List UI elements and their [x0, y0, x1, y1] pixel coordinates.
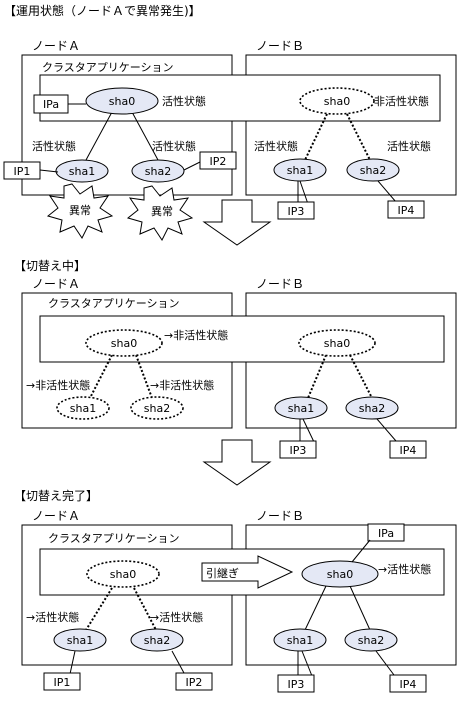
sha1-node-b-s3 — [273, 628, 327, 652]
sha0-node-b-s3 — [301, 560, 379, 588]
error-burst-2 — [126, 185, 194, 241]
takeover-arrow — [201, 555, 294, 589]
ip3-box-s2 — [279, 440, 317, 459]
svg-text:クラスタアプリケーション: クラスタアプリケーション — [48, 297, 180, 310]
svg-text:sha2: sha2 — [144, 634, 170, 647]
svg-text:sha1: sha1 — [288, 402, 314, 415]
svg-text:→活性状態: →活性状態 — [26, 610, 79, 624]
sha1-node-a-s2 — [56, 396, 110, 420]
svg-text:ノードＡ: ノードＡ — [32, 277, 80, 291]
svg-text:ノードＢ: ノードＢ — [256, 509, 304, 523]
ip4-box-s1 — [387, 200, 425, 219]
svg-text:sha0: sha0 — [324, 95, 350, 108]
sha2-node-b-s3 — [344, 628, 398, 652]
transition-arrow-2 — [202, 439, 272, 486]
svg-text:IP2: IP2 — [186, 676, 203, 689]
sha0-node-a-s2 — [85, 329, 163, 357]
svg-text:sha2: sha2 — [145, 165, 171, 178]
svg-text:ノードＢ: ノードＢ — [256, 277, 304, 291]
sha0-node-b-s2 — [298, 329, 376, 357]
svg-text:→活性状態: →活性状態 — [150, 610, 203, 624]
svg-text:sha0: sha0 — [111, 337, 137, 350]
svg-text:sha1: sha1 — [70, 402, 96, 415]
error-burst-1 — [46, 183, 114, 239]
state-active-sha2-a: 活性状態 — [152, 139, 196, 153]
sha1-node-a — [55, 159, 109, 183]
svg-text:sha1: sha1 — [287, 164, 313, 177]
node-b-label: ノードＢ — [256, 39, 304, 53]
sha0-node-a — [85, 87, 159, 115]
sha1-node-b-s2 — [274, 396, 328, 420]
ip2-box-s3 — [175, 672, 213, 691]
svg-text:sha1: sha1 — [67, 634, 93, 647]
svg-text:IP1: IP1 — [54, 676, 71, 689]
svg-text:IP3: IP3 — [290, 444, 307, 457]
state-active-sha2-b: 活性状態 — [387, 139, 431, 153]
svg-text:異常: 異常 — [69, 204, 91, 217]
sha0-node-a-s3 — [86, 560, 160, 588]
svg-text:sha0: sha0 — [324, 337, 350, 350]
svg-text:IPa: IPa — [43, 98, 59, 111]
svg-text:IP4: IP4 — [400, 444, 417, 457]
svg-text:IP2: IP2 — [210, 155, 227, 168]
svg-text:異常: 異常 — [151, 205, 173, 218]
svg-text:IP1: IP1 — [14, 165, 31, 178]
state-active-sha0-a: 活性状態 — [162, 94, 206, 108]
sha1-node-a-s3 — [53, 628, 107, 652]
svg-text:sha2: sha2 — [359, 402, 385, 415]
svg-text:sha0: sha0 — [327, 568, 353, 581]
svg-text:IP4: IP4 — [400, 678, 417, 691]
sha2-node-a-s3 — [130, 628, 184, 652]
ip2-box-s1 — [199, 151, 237, 170]
svg-text:→非活性状態: →非活性状態 — [26, 378, 90, 392]
svg-text:sha0: sha0 — [109, 95, 135, 108]
svg-text:→非活性状態: →非活性状態 — [150, 378, 214, 392]
section-title-operating: 【運用状態（ノードＡで異常発生)】 — [4, 3, 201, 18]
svg-text:sha1: sha1 — [287, 634, 313, 647]
svg-text:IP3: IP3 — [288, 205, 305, 218]
sha2-node-b — [346, 158, 400, 182]
sha2-node-a — [131, 159, 185, 183]
ip3-box-s3 — [277, 674, 315, 693]
svg-text:IP3: IP3 — [288, 678, 305, 691]
svg-text:IP4: IP4 — [398, 204, 415, 217]
ipa-box-s3 — [367, 523, 405, 542]
svg-text:IPa: IPa — [378, 527, 394, 540]
to-inactive-sha0-a: →非活性状態 — [164, 328, 228, 342]
ip3-box-s1 — [277, 201, 315, 220]
state-active-sha1-a: 活性状態 — [32, 139, 76, 153]
sha2-node-b-s2 — [345, 396, 399, 420]
svg-text:sha2: sha2 — [360, 164, 386, 177]
sha0-node-b — [299, 87, 375, 115]
section-title-complete: 【切替え完了】 — [14, 488, 98, 503]
ip1-box-s3 — [43, 672, 81, 691]
svg-text:sha2: sha2 — [144, 402, 170, 415]
svg-text:ノードＡ: ノードＡ — [32, 509, 80, 523]
state-inactive-sha0-b: 非活性状態 — [374, 94, 429, 108]
svg-text:sha0: sha0 — [110, 568, 136, 581]
state-active-sha1-b: 活性状態 — [254, 139, 298, 153]
to-active-sha0-b: →活性状態 — [378, 562, 431, 576]
svg-text:クラスタアプリケーション: クラスタアプリケーション — [48, 532, 180, 545]
section-title-switching: 【切替え中】 — [14, 258, 86, 273]
svg-text:sha2: sha2 — [358, 634, 384, 647]
svg-text:sha1: sha1 — [69, 165, 95, 178]
transition-arrow-1 — [202, 199, 272, 246]
cluster-app-label: クラスタアプリケーション — [42, 61, 174, 74]
takeover-label: 引継ぎ — [206, 566, 239, 580]
sha2-node-a-s2 — [130, 396, 184, 420]
ip4-box-s3 — [389, 674, 427, 693]
node-a-label: ノードＡ — [32, 39, 80, 53]
ip4-box-s2 — [389, 440, 427, 459]
